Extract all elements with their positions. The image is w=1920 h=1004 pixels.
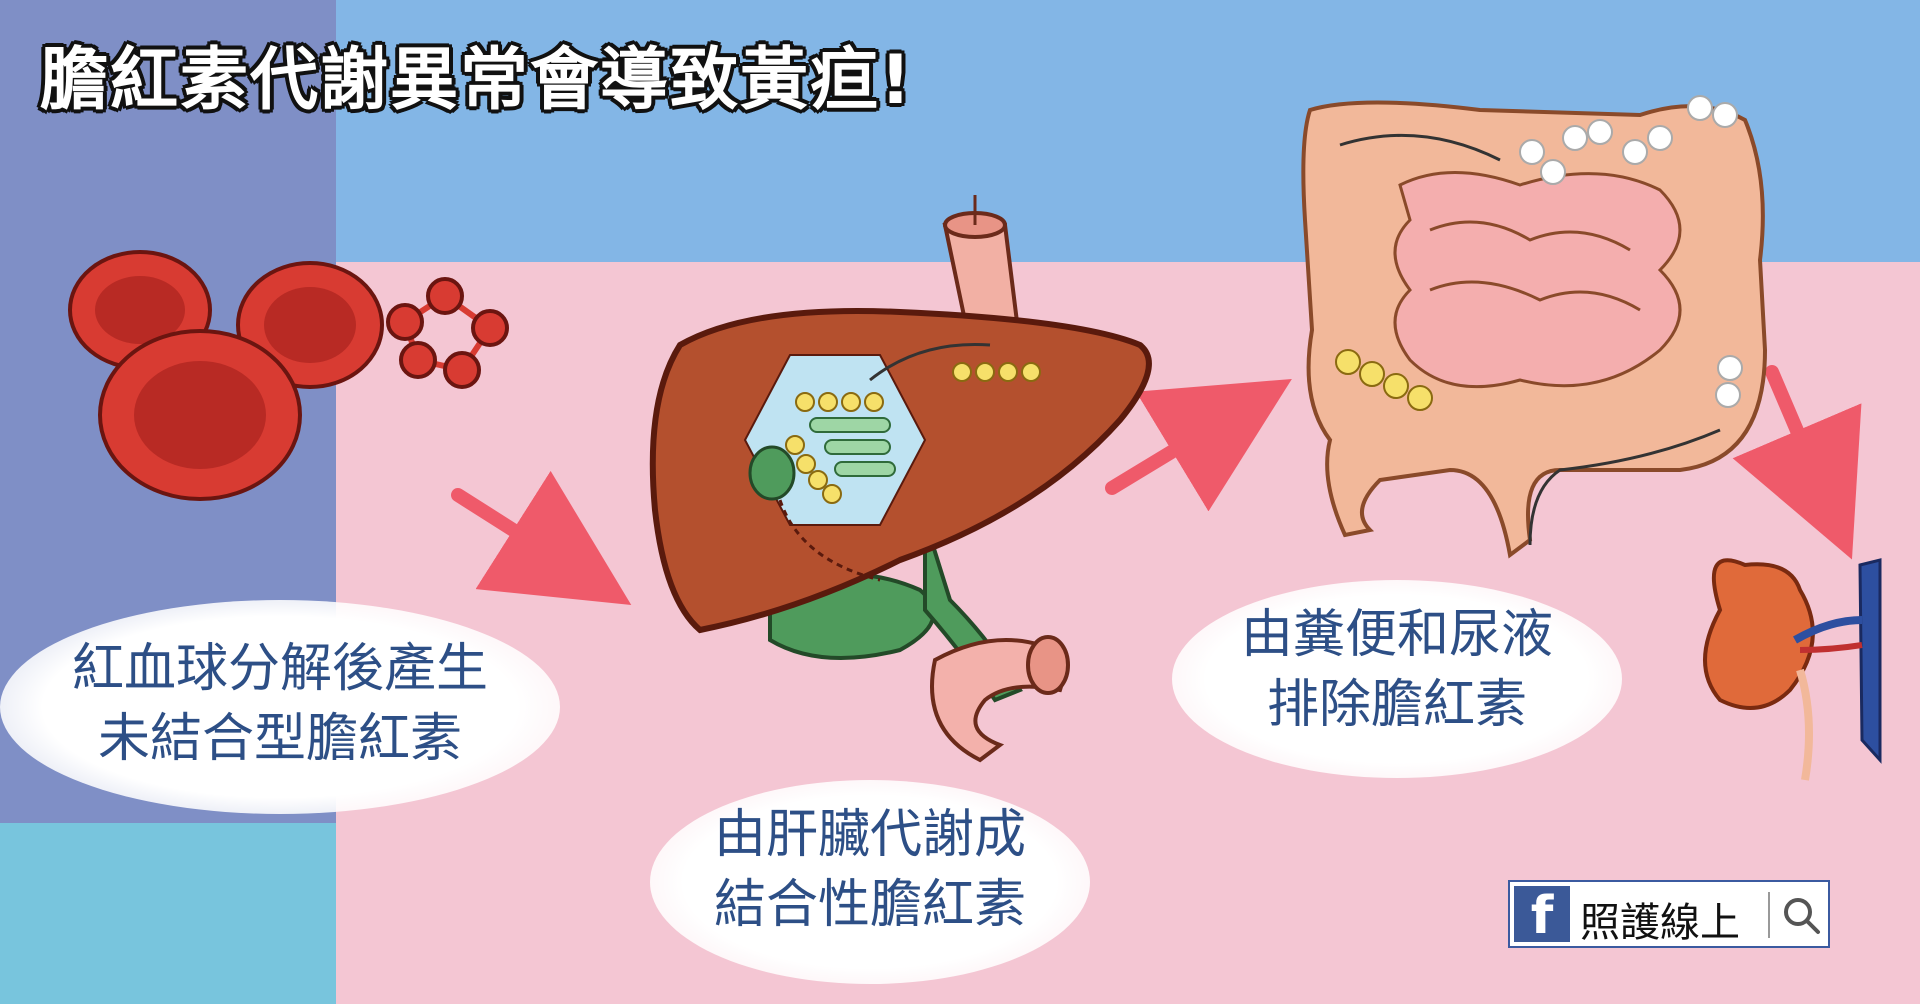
caption-step-1: 紅血球分解後產生 未結合型膽紅素 bbox=[30, 634, 530, 774]
caption-step-1-line-1: 紅血球分解後產生 bbox=[71, 639, 488, 699]
facebook-brand-badge[interactable]: f 照護線上 bbox=[1508, 880, 1830, 948]
caption-step-3-line-1: 由糞便和尿液 bbox=[1240, 605, 1553, 665]
caption-cloud-1 bbox=[0, 600, 560, 814]
facebook-icon: f bbox=[1514, 886, 1570, 946]
hepatic-vessel-icon bbox=[942, 195, 1021, 338]
caption-step-2: 由肝臟代謝成 結合性膽紅素 bbox=[660, 800, 1080, 940]
arrow-intestine-to-kidney bbox=[1732, 365, 1862, 560]
intestines-icon bbox=[1301, 95, 1768, 559]
arrow-cells-to-liver bbox=[451, 470, 632, 606]
caption-cloud-2 bbox=[650, 780, 1090, 984]
brand-name: 照護線上 bbox=[1580, 900, 1740, 946]
caption-step-3-line-2: 排除膽紅素 bbox=[1266, 675, 1527, 735]
brand-divider bbox=[1768, 892, 1770, 938]
red-blood-cells-icon bbox=[68, 250, 384, 501]
arrow-liver-to-intestine bbox=[1105, 378, 1292, 512]
page-title: 膽紅素代謝異常會導致黃疸! bbox=[40, 41, 914, 120]
duodenum-icon bbox=[930, 635, 1070, 763]
search-icon[interactable] bbox=[1778, 890, 1826, 940]
bilirubin-molecule-icon bbox=[386, 277, 509, 389]
flow-arrows bbox=[451, 365, 1862, 606]
caption-step-3: 由糞便和尿液 排除膽紅素 bbox=[1182, 600, 1612, 740]
liver-icon bbox=[649, 307, 1152, 634]
caption-step-1-line-2: 未結合型膽紅素 bbox=[97, 709, 462, 769]
background-left-bottom-panel bbox=[0, 823, 336, 1004]
caption-step-2-line-1: 由肝臟代謝成 bbox=[713, 805, 1026, 865]
caption-step-2-line-2: 結合性膽紅素 bbox=[713, 875, 1026, 935]
kidney-icon bbox=[1703, 558, 1882, 781]
caption-cloud-3 bbox=[1172, 580, 1622, 778]
